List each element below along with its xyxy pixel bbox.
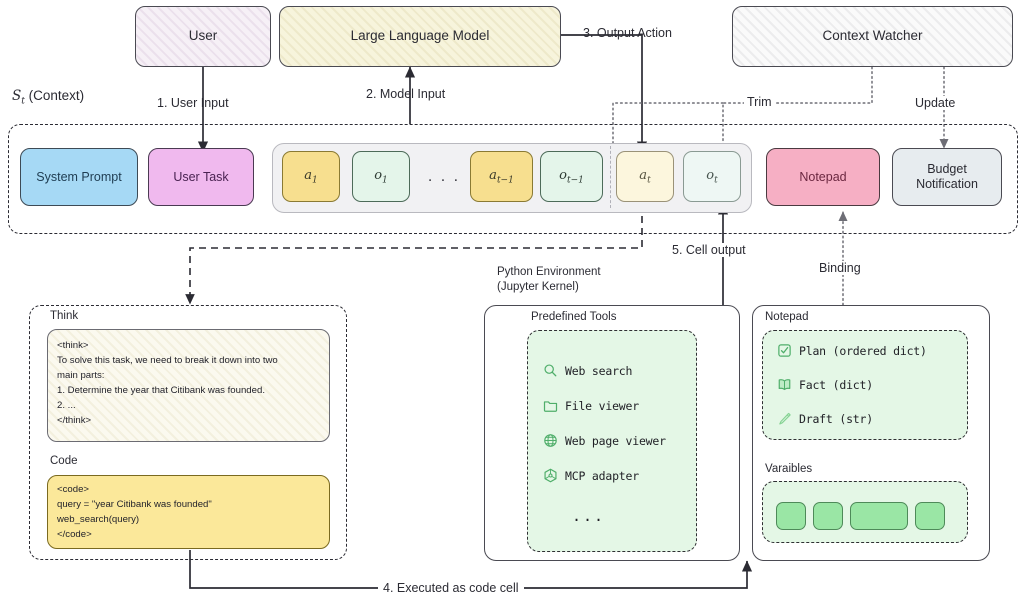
context-item-budget-notification[interactable]: Budget Notification	[892, 148, 1002, 206]
flow-label-step1: 1. User Input	[157, 96, 229, 110]
flow-label-step3: 3. Output Action	[583, 26, 672, 40]
flow-label-update: Update	[912, 96, 959, 110]
checkbox-icon	[777, 343, 792, 358]
hexagon-node-icon	[543, 468, 558, 483]
context-item-user-task[interactable]: User Task	[148, 148, 254, 206]
folder-icon	[543, 398, 558, 413]
python-env-title: Python Environment (Jupyter Kernel)	[497, 266, 601, 293]
book-icon	[777, 377, 792, 392]
flow-label-binding: Binding	[816, 261, 864, 275]
history-token-ot-minus-1-label: ot−1	[559, 167, 584, 186]
think-code-panel	[29, 305, 347, 560]
flow-label-trim: Trim	[744, 95, 775, 109]
context-item-system-prompt[interactable]: System Prompt	[20, 148, 138, 206]
node-llm-label: Large Language Model	[350, 28, 490, 44]
search-icon	[543, 363, 558, 378]
history-token-at-minus-1[interactable]: at−1	[470, 151, 533, 202]
think-title: Think	[50, 310, 79, 322]
tool-row-web-page-viewer[interactable]: Web page viewer	[543, 433, 666, 448]
tool-label-file-viewer: File viewer	[565, 398, 639, 413]
node-context-watcher-label: Context Watcher	[822, 28, 923, 44]
history-token-a1[interactable]: a1	[282, 151, 340, 202]
notepad-row-plan[interactable]: Plan (ordered dict)	[777, 343, 927, 358]
history-token-ot[interactable]: ot	[683, 151, 741, 202]
tool-label-web-search: Web search	[565, 363, 633, 378]
context-state-label: St (Context)	[12, 88, 84, 107]
tool-label-ellipsis: ...	[572, 507, 606, 525]
context-item-system-prompt-label: System Prompt	[36, 169, 122, 184]
variable-block-4[interactable]	[915, 502, 945, 530]
node-user[interactable]: User	[135, 6, 271, 67]
tool-label-web-page-viewer: Web page viewer	[565, 433, 666, 448]
variable-block-1[interactable]	[776, 502, 806, 530]
context-item-budget-notification-label: Budget Notification	[916, 162, 978, 191]
tool-row-file-viewer[interactable]: File viewer	[543, 398, 639, 413]
notepad-row-fact[interactable]: Fact (dict)	[777, 377, 873, 392]
node-user-label: User	[188, 28, 218, 44]
tool-label-mcp-adapter: MCP adapter	[565, 468, 639, 483]
code-title: Code	[50, 455, 78, 467]
node-context-watcher[interactable]: Context Watcher	[732, 6, 1013, 67]
code-text: <code> query = "year Citibank was founde…	[57, 484, 212, 540]
code-block[interactable]	[47, 475, 330, 549]
variable-block-2[interactable]	[813, 502, 843, 530]
history-token-at-label: at	[639, 167, 651, 186]
notepad-entries-box	[762, 330, 968, 440]
history-token-ot-minus-1[interactable]: ot−1	[540, 151, 603, 202]
tool-row-mcp-adapter[interactable]: MCP adapter	[543, 468, 639, 483]
notepad-label-fact: Fact (dict)	[799, 377, 873, 392]
think-text: <think> To solve this task, we need to b…	[57, 340, 278, 426]
notepad-row-draft[interactable]: Draft (str)	[777, 411, 873, 426]
variable-block-3[interactable]	[850, 502, 908, 530]
history-token-ot-label: ot	[706, 167, 718, 186]
notepad-label-draft: Draft (str)	[799, 411, 873, 426]
notepad-panel-title: Notepad	[765, 311, 809, 323]
globe-icon	[543, 433, 558, 448]
flow-label-step4: 4. Executed as code cell	[378, 581, 524, 595]
pen-icon	[777, 411, 792, 426]
history-token-at[interactable]: at	[616, 151, 674, 202]
history-token-at-minus-1-label: at−1	[489, 167, 514, 186]
context-state-suffix: (Context)	[24, 88, 85, 103]
variables-title: Varaibles	[765, 463, 813, 475]
context-history-divider	[610, 146, 611, 208]
flow-label-step5: 5. Cell output	[668, 243, 750, 257]
history-token-a1-label: a1	[304, 167, 318, 186]
think-block[interactable]	[47, 329, 330, 442]
tool-row-ellipsis: ...	[572, 507, 605, 525]
context-state-subscript: t	[21, 96, 25, 107]
context-item-user-task-label: User Task	[173, 169, 229, 184]
tool-row-web-search[interactable]: Web search	[543, 363, 632, 378]
notepad-label-plan: Plan (ordered dict)	[799, 343, 927, 358]
context-state-symbol: S	[12, 88, 22, 104]
history-token-o1[interactable]: o1	[352, 151, 410, 202]
history-token-ellipsis: . . .	[427, 168, 461, 185]
context-item-notepad-label: Notepad	[799, 169, 847, 184]
context-strip	[8, 124, 1018, 234]
history-token-o1-label: o1	[374, 167, 388, 186]
context-item-notepad[interactable]: Notepad	[766, 148, 880, 206]
flow-label-step2: 2. Model Input	[366, 87, 446, 101]
node-large-language-model[interactable]: Large Language Model	[279, 6, 561, 67]
predefined-tools-title: Predefined Tools	[531, 311, 617, 323]
